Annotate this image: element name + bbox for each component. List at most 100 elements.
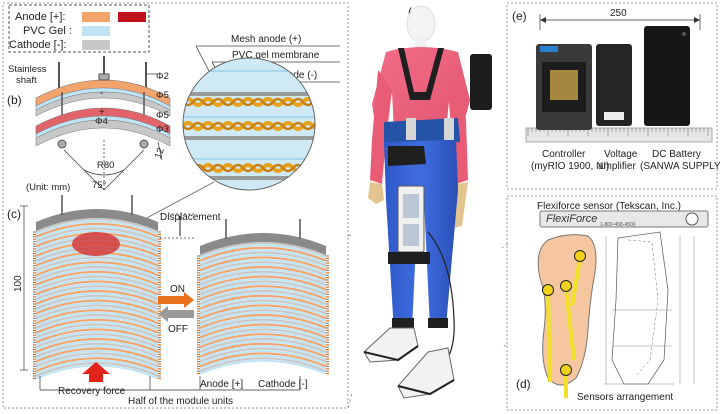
stack-layer	[35, 321, 159, 337]
stack-layer	[35, 313, 159, 329]
stack-layer	[35, 277, 159, 293]
battery-label: DC Battery	[652, 149, 701, 160]
stack-layer	[199, 354, 327, 370]
stack-layer	[35, 301, 159, 317]
dim-angle: 75°	[92, 180, 107, 191]
sensors-arrangement-label: Sensors arrangement	[577, 392, 673, 403]
active-region	[72, 232, 120, 256]
panel-c-label: (c)	[7, 207, 21, 221]
stack-layer	[199, 323, 327, 339]
stack-layer	[199, 340, 327, 356]
dim-phi5-top: Φ5	[156, 90, 169, 101]
recovery-label: Recovery force	[58, 386, 126, 397]
stack-cap	[200, 233, 326, 256]
cathode-terminal-label: Cathode [-]	[258, 379, 308, 390]
stack-layer	[199, 318, 327, 334]
dim-12: 12	[153, 146, 167, 160]
stack-layer	[199, 246, 327, 262]
mesh-anode-label: Mesh anode (+)	[231, 34, 301, 45]
zoom-circle	[182, 57, 316, 191]
stack-layer	[199, 330, 327, 346]
mannequin-head	[406, 5, 436, 43]
legend-anode-swatch-light	[82, 12, 110, 22]
stack-layer	[35, 349, 159, 365]
stack-layer	[199, 347, 327, 363]
stack-layer	[35, 280, 159, 296]
stack-layer	[199, 265, 327, 281]
pvc-membrane-label: PVC gel membrane	[232, 50, 320, 61]
stack-layer	[199, 285, 327, 301]
stack-layer	[199, 251, 327, 267]
stack-layer	[199, 311, 327, 327]
dim-phi5-bottom: Φ5	[156, 110, 169, 121]
stack-layer	[35, 270, 159, 286]
ruler	[525, 127, 713, 143]
stack-layer	[35, 352, 159, 368]
flexiforce-partno: 1-800-458-4500	[600, 222, 636, 228]
stack-layer	[35, 217, 159, 233]
stack-layer	[199, 306, 327, 322]
stack-layer	[35, 337, 159, 353]
stack-layer	[35, 225, 159, 241]
stack-layer	[35, 340, 159, 356]
recovery-arrow	[82, 362, 110, 382]
dim-phi2: Φ2	[156, 71, 169, 82]
dim-phi3: Φ3	[156, 124, 169, 135]
stack-layer	[199, 352, 327, 368]
exo-module-window	[403, 224, 419, 246]
off-arrow	[158, 306, 194, 322]
stack-layer	[35, 342, 159, 358]
stack-layer	[199, 244, 327, 260]
panel-c: (c) Displacement 100 ON OFF Recovery for…	[7, 195, 329, 407]
stack-layer	[199, 294, 327, 310]
height-dim: 100	[13, 275, 24, 292]
harness-strap	[398, 48, 444, 100]
stack-layer	[35, 311, 159, 327]
stack-layer	[35, 306, 159, 322]
stack-layer	[35, 292, 159, 308]
shirt	[372, 47, 470, 132]
panel-e-frame	[506, 2, 718, 190]
dim-r80: R80	[97, 160, 114, 171]
panel-d-frame	[506, 195, 718, 411]
foot-outline-drawing	[611, 231, 669, 385]
stack-layer	[199, 263, 327, 279]
panel-a: (a)	[352, 5, 502, 410]
panel-d-label: (d)	[516, 377, 531, 391]
stack-layer	[199, 273, 327, 289]
stack-layer	[35, 268, 159, 284]
sensor-strip	[570, 257, 582, 307]
stack-layer	[199, 241, 327, 257]
belt-buckle	[444, 118, 454, 140]
stack-layer	[35, 282, 159, 298]
stack-layer	[35, 265, 159, 281]
voltage-amplifier	[596, 44, 632, 126]
anode-terminal-label: Anode [+]	[200, 379, 243, 390]
stack-layer	[199, 282, 327, 298]
thigh-strap	[388, 146, 426, 166]
stack-layer	[35, 299, 159, 315]
plus-sign: +	[99, 107, 105, 118]
controller-sub-label: (myRIO 1900, NI)	[531, 161, 609, 172]
stack-layer	[199, 304, 327, 320]
stack-layer	[35, 328, 159, 344]
stack-layer	[199, 275, 327, 291]
legend-cathode-label: Cathode [-]:	[9, 39, 66, 51]
stack-layer	[35, 261, 159, 277]
stack-layer	[199, 313, 327, 329]
stack-layer	[35, 263, 159, 279]
stack-layer	[35, 325, 159, 341]
unit-label: (Unit: mm)	[26, 182, 70, 193]
stack-layer	[199, 309, 327, 325]
minus-sign: -	[100, 88, 103, 99]
stack-layer	[199, 335, 327, 351]
legend-gel-label: PVC Gel :	[23, 25, 72, 37]
shaft-boss	[139, 139, 149, 149]
legend: Anode [+]: PVC Gel : Cathode [-]:	[8, 4, 150, 53]
mesh-wire	[183, 121, 315, 131]
shaft-head	[98, 73, 110, 81]
stack-layer	[35, 273, 159, 289]
mesh-wire	[183, 97, 315, 107]
flexiforce-sensor	[539, 210, 709, 228]
